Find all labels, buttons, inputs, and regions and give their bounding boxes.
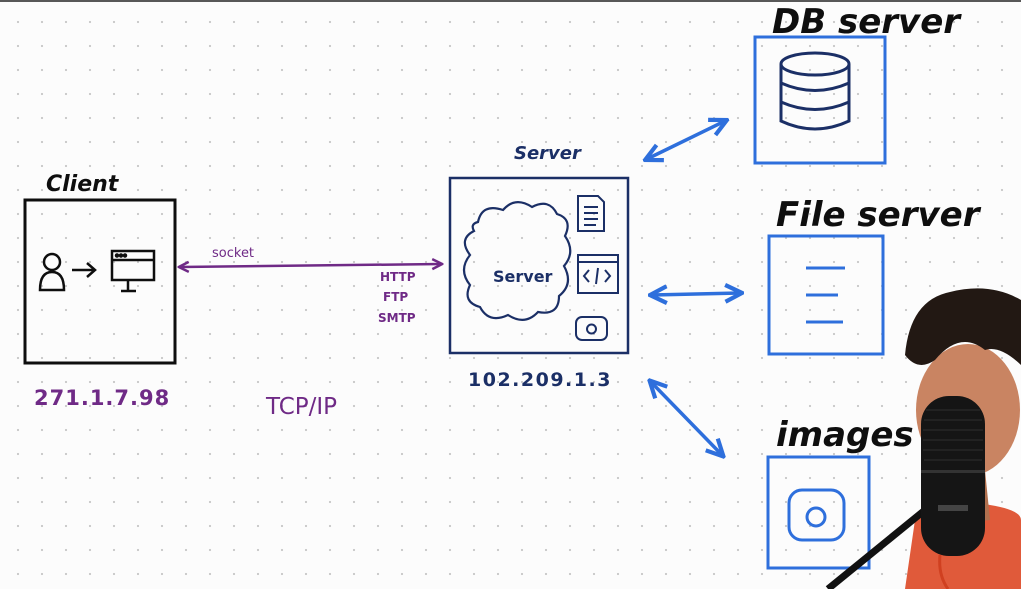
- user-icon: [38, 252, 66, 292]
- document-icon: [577, 195, 605, 232]
- code-icon: [577, 254, 619, 294]
- monitor-icon: [110, 249, 156, 293]
- arrow-to-images: [651, 382, 722, 455]
- file-server-box: [767, 234, 885, 356]
- mic-stand: [825, 507, 928, 589]
- arrow-to-file: [652, 293, 740, 295]
- server-node: Server Server 102.209.1.3: [448, 143, 630, 391]
- db-server-node: DB server: [753, 2, 962, 165]
- camera-icon: [575, 316, 608, 341]
- presenter-hair: [905, 288, 1021, 365]
- microphone: [921, 396, 985, 556]
- mic-band: [921, 470, 985, 473]
- client-ip: 271.1.7.98: [34, 386, 170, 410]
- server-cloud-label: Server: [493, 267, 553, 286]
- images-title: images: [776, 415, 914, 455]
- backend-arrows: [647, 121, 740, 455]
- server-cloud: [462, 201, 572, 321]
- image-camera-icon: [787, 488, 846, 542]
- socket-label: socket: [212, 246, 254, 261]
- mic-cable: [938, 554, 950, 589]
- images-node: images: [766, 415, 914, 570]
- images-box: [766, 455, 871, 570]
- file-server-title: File server: [776, 195, 982, 235]
- protocol-http: HTTP: [380, 270, 416, 284]
- mic-badge: [938, 505, 968, 511]
- db-server-box: [753, 35, 887, 165]
- client-server-connection: socket HTTP FTP SMTP TCP/IP: [180, 246, 441, 420]
- tcp-ip-label: TCP/IP: [265, 394, 337, 420]
- db-server-title: DB server: [772, 2, 962, 42]
- protocol-ftp: FTP: [383, 290, 408, 304]
- presenter-webcam: [825, 288, 1021, 589]
- client-box: [23, 198, 177, 365]
- file-lines-icon: [806, 266, 845, 324]
- server-box: [448, 176, 630, 355]
- arrow-right-icon: [72, 262, 97, 278]
- client-node: Client 271.1.7.98: [23, 172, 177, 410]
- protocol-smtp: SMTP: [378, 311, 416, 325]
- mic-grille: [923, 409, 983, 461]
- client-title: Client: [46, 172, 120, 197]
- socket-arrow: [180, 264, 441, 267]
- file-server-node: File server: [767, 195, 982, 356]
- database-icon: [779, 51, 851, 131]
- server-title: Server: [514, 143, 582, 164]
- server-ip: 102.209.1.3: [468, 369, 612, 391]
- arrow-to-db: [647, 121, 725, 159]
